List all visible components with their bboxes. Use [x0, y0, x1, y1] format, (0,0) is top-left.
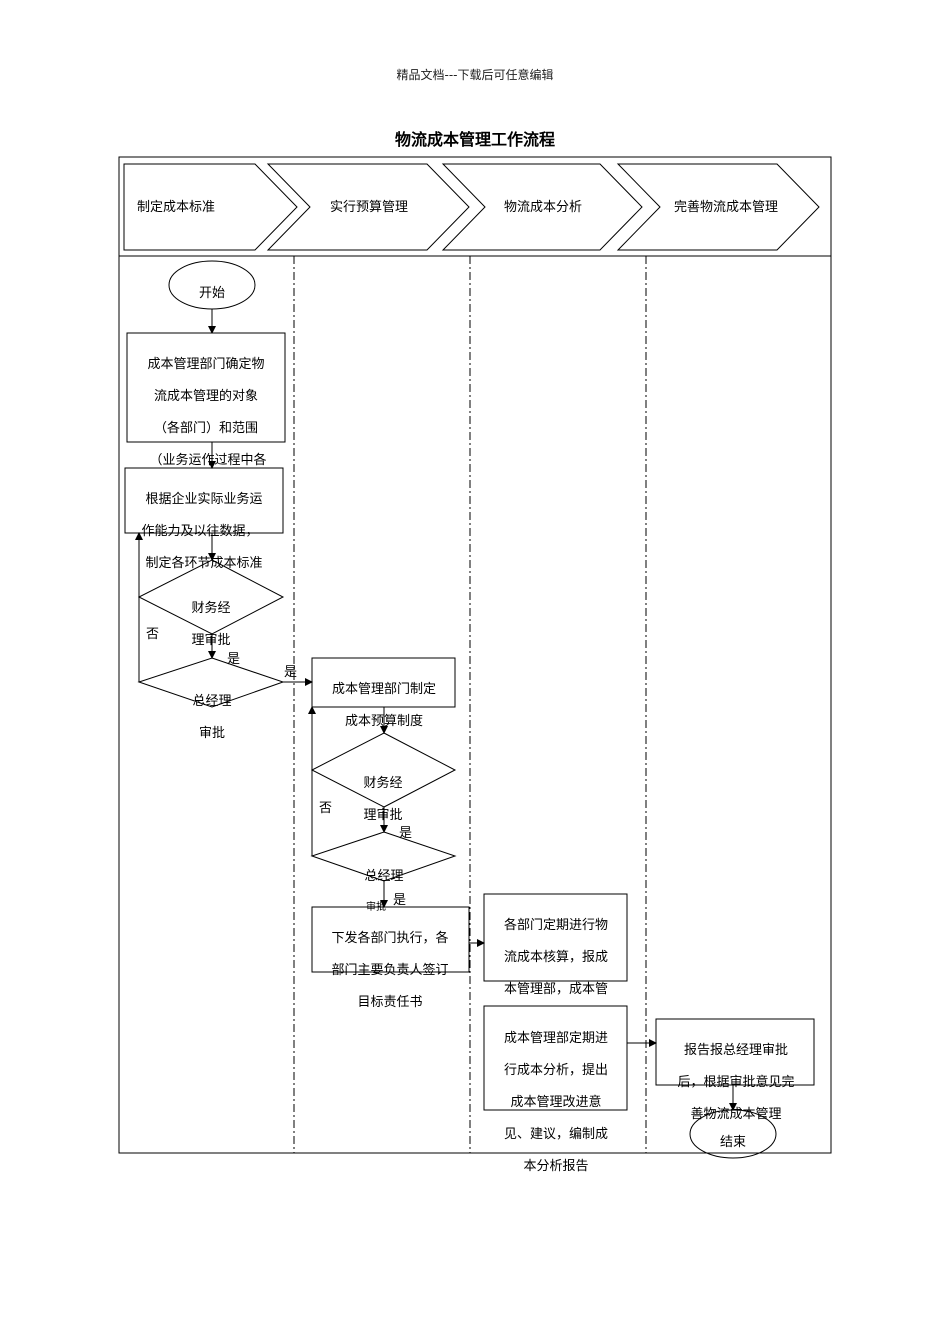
process-text: 流成本核算，报成 [504, 950, 608, 965]
process-text: 善物流成本管理 [690, 1106, 781, 1122]
process-text: 各部门定期进行物 [504, 917, 608, 933]
decision-text: 理审批 [363, 808, 402, 823]
decision-text: 审批 [199, 726, 225, 741]
process-text: 制定各环节成本标准 [145, 555, 262, 571]
yes-label: 是 [284, 665, 297, 680]
process-text: （各部门）和范围 [154, 420, 258, 436]
process-box [483, 893, 628, 982]
process-text: 部门主要负责人签订 [331, 962, 448, 978]
process-box [124, 467, 284, 534]
decision-text: 总经理 [192, 694, 231, 709]
decision-text: 财务经 [363, 775, 402, 791]
decision-text: 总经理 [364, 869, 403, 884]
process-box [655, 1018, 815, 1086]
stage-chevron [266, 163, 470, 251]
page-header: 精品文档---下载后可任意编辑 [396, 68, 554, 82]
no-label: 否 [319, 801, 332, 816]
process-text: 见、建议，编制成 [504, 1127, 608, 1142]
yes-label: 是 [393, 893, 406, 908]
decision-text: 财务经 [191, 600, 230, 616]
process-text: 成本管理改进意 [510, 1094, 601, 1110]
process-text: 报告报总经理审批 [684, 1043, 788, 1058]
process-text: 成本预算制度 [345, 713, 423, 729]
process-text: 下发各部门执行，各 [331, 930, 448, 946]
process-text: 根据企业实际业务运 [145, 491, 262, 507]
process-text: 流成本管理的对象 [154, 388, 258, 404]
stage-label: 物流成本分析 [504, 200, 582, 215]
document-title: 物流成本管理工作流程 [394, 130, 555, 149]
stage-label: 完善物流成本管理 [674, 199, 778, 215]
stage-chevron [441, 163, 643, 251]
end-node [689, 1109, 777, 1159]
decision-node [137, 559, 285, 635]
process-box [483, 1005, 628, 1111]
process-text: （业务运作过程中各 [149, 452, 266, 468]
process-text: 目标责任书 [357, 995, 422, 1010]
process-box [311, 906, 470, 973]
decision-node [310, 732, 457, 808]
process-text: 成本管理部定期进 [504, 1031, 608, 1046]
process-text: 成本管理部门确定物 [147, 357, 264, 372]
process-box [126, 332, 286, 443]
end-label: 结束 [720, 1135, 746, 1150]
yes-label: 是 [399, 826, 412, 841]
no-label: 否 [146, 627, 159, 642]
process-text: 本管理部，成本管 [504, 982, 608, 997]
yes-label: 是 [227, 652, 240, 667]
stage-chevron [616, 163, 820, 251]
stage-chevron [123, 163, 298, 251]
decision-node [137, 657, 285, 708]
process-text: 本分析报告 [523, 1159, 588, 1174]
process-text: 后，根据审批意见完 [677, 1074, 794, 1090]
stage-label: 实行预算管理 [330, 200, 408, 215]
diagram-frame [118, 156, 832, 1154]
start-label: 开始 [199, 286, 225, 301]
stage-label: 制定成本标准 [137, 200, 215, 215]
start-node [168, 260, 256, 310]
process-text: 行成本分析，提出 [504, 1062, 608, 1078]
process-text: 成本管理部门制定 [332, 682, 436, 697]
process-text: 作能力及以往数据， [141, 524, 258, 539]
decision-text: 理审批 [191, 633, 230, 648]
